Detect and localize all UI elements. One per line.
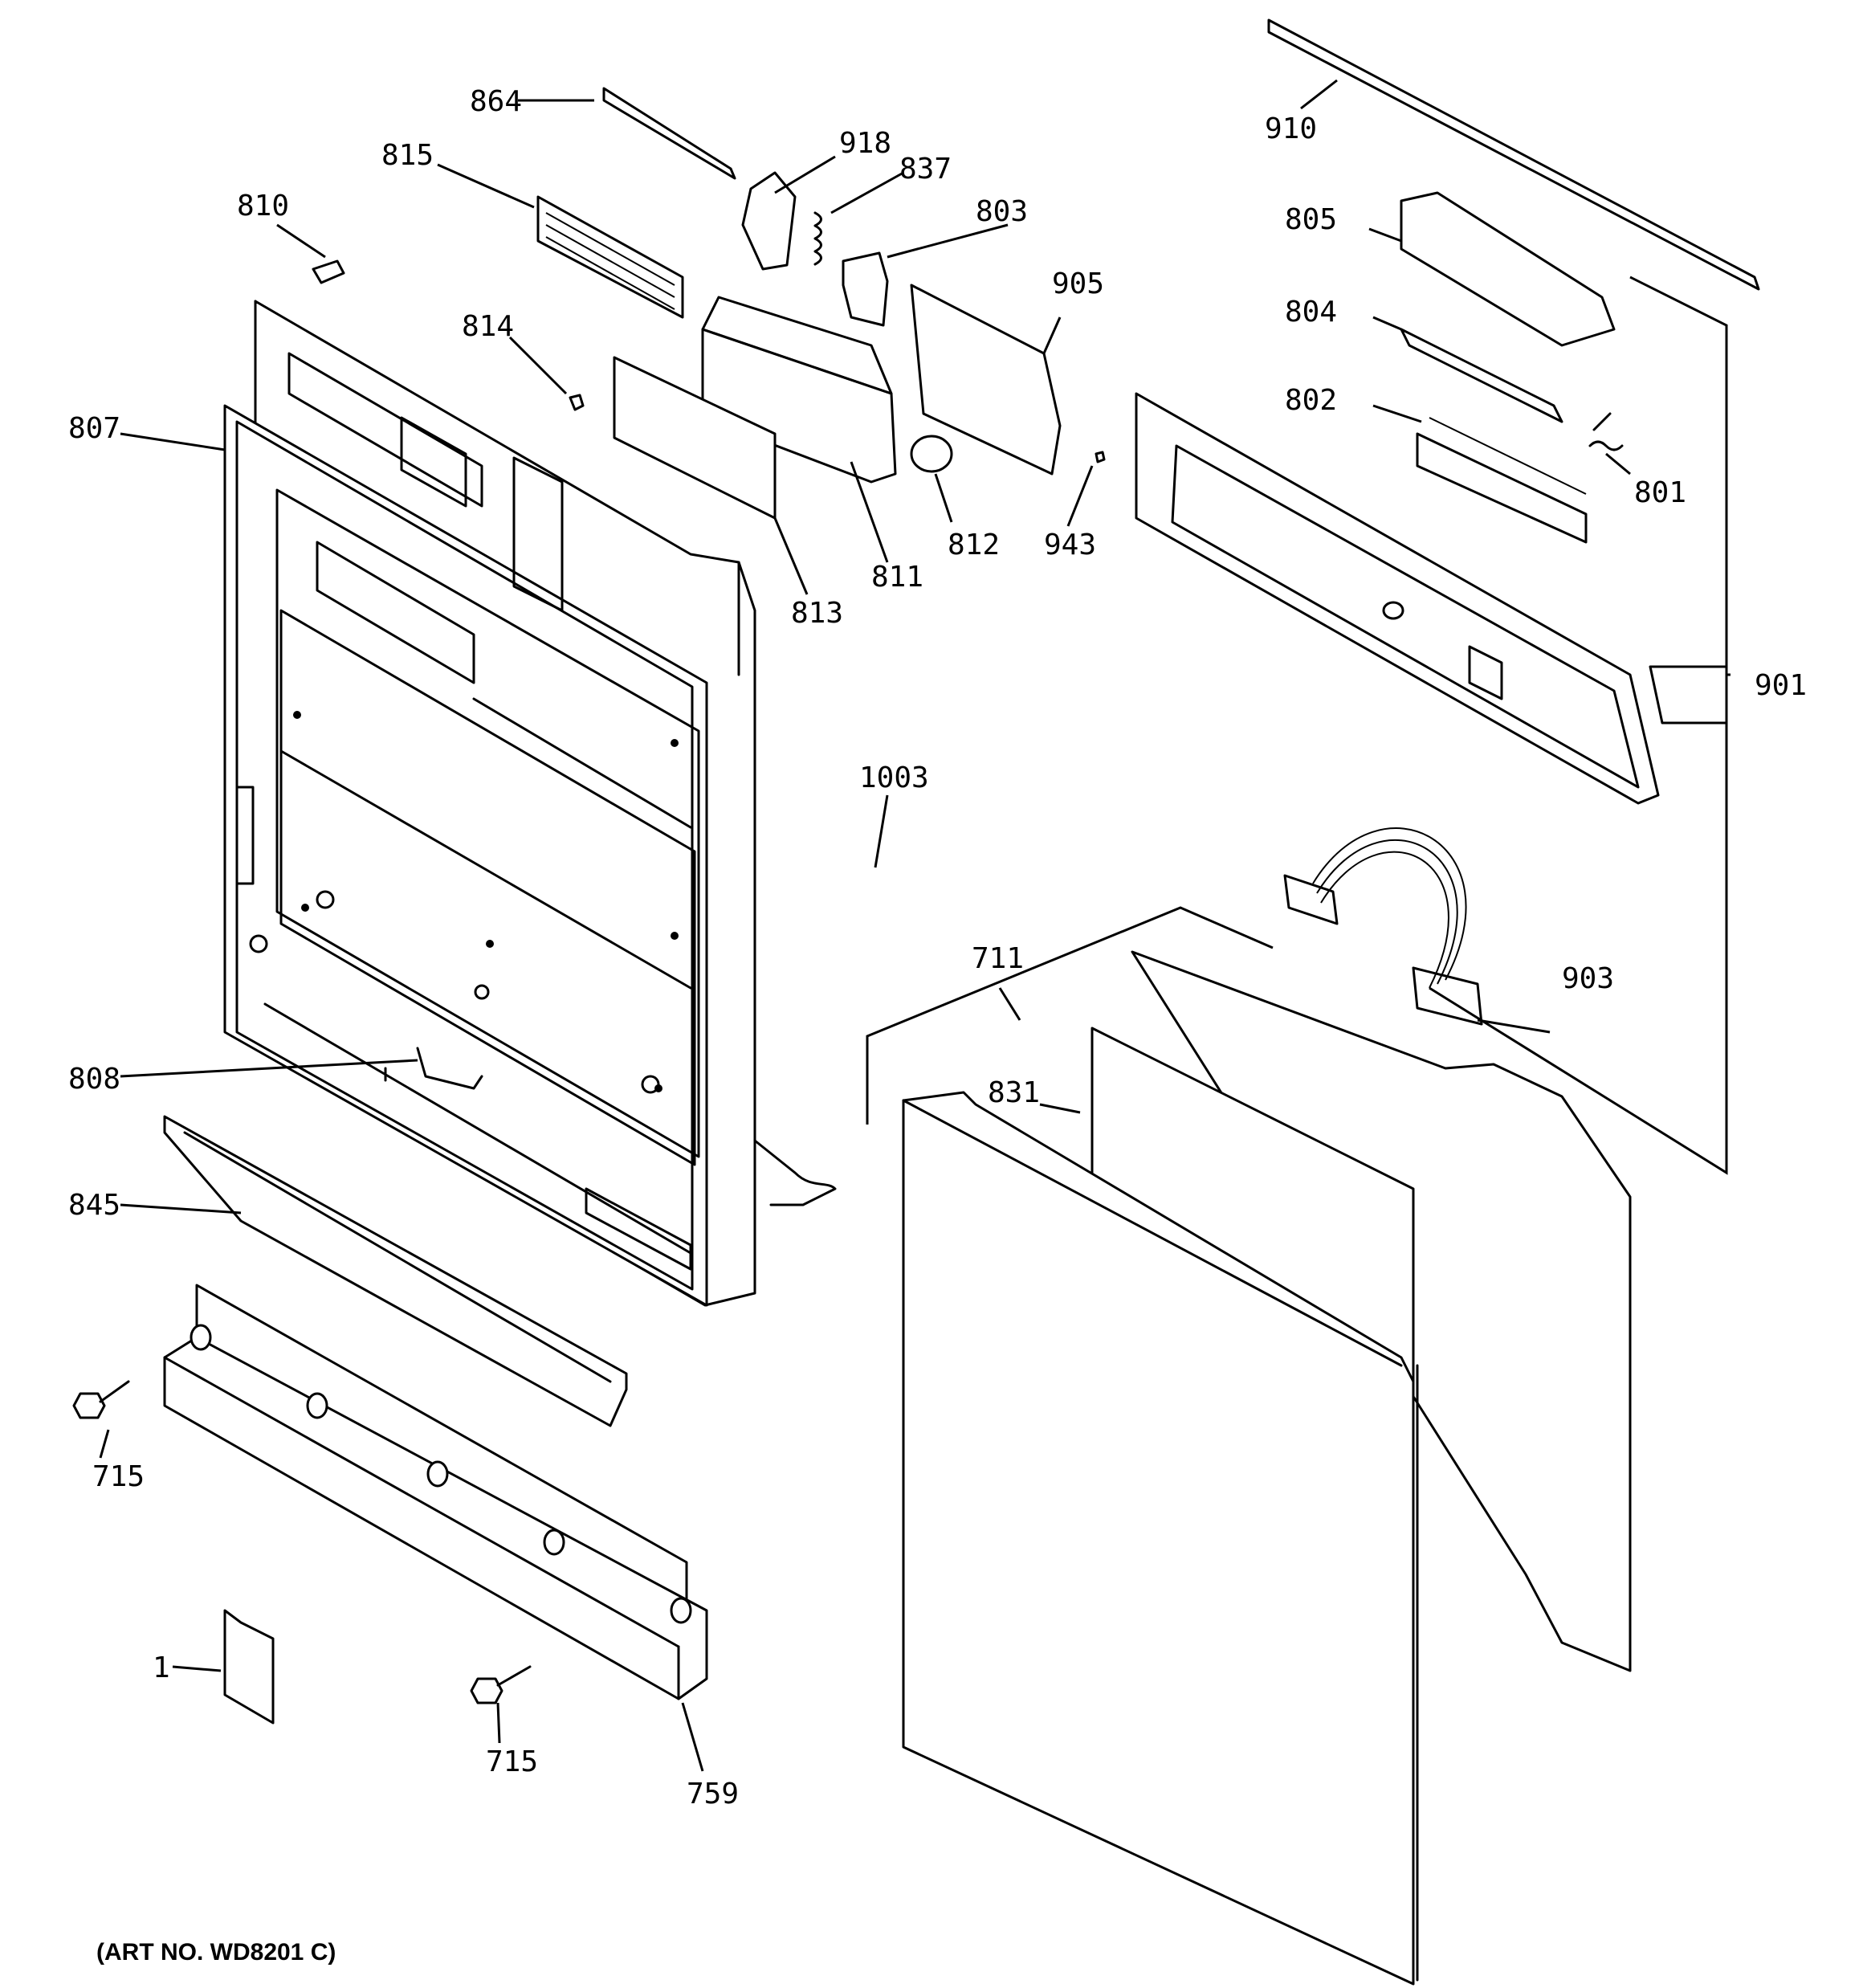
screw-715-bottom	[470, 1665, 532, 1704]
label-814: 814	[462, 310, 514, 343]
label-759: 759	[687, 1778, 739, 1810]
label-805: 805	[1285, 203, 1337, 236]
label-815: 815	[381, 139, 434, 172]
label-715-left: 715	[92, 1460, 145, 1493]
label-812: 812	[948, 529, 1000, 561]
label-801: 801	[1634, 476, 1686, 509]
actuator-803	[842, 251, 889, 327]
vent-815	[536, 195, 684, 319]
screw-810	[312, 259, 345, 284]
trim-strip-845	[163, 1115, 628, 1427]
label-864: 864	[470, 85, 522, 118]
label-808: 808	[68, 1063, 120, 1096]
control-board-905	[910, 284, 1062, 476]
spring-837	[813, 211, 822, 266]
label-837: 837	[899, 153, 952, 186]
inner-door-frame-807	[223, 300, 837, 1307]
label-811: 811	[871, 561, 923, 594]
label-845: 845	[68, 1189, 120, 1222]
label-711: 711	[972, 942, 1024, 975]
screw-715-left	[72, 1380, 130, 1419]
toe-kick-759	[163, 1284, 708, 1700]
hinge-802	[1416, 417, 1588, 544]
rod-804	[1400, 328, 1563, 423]
label-903: 903	[1562, 962, 1614, 995]
switch-918	[741, 171, 797, 271]
outer-door-panel-711	[902, 950, 1632, 1986]
label-910: 910	[1265, 112, 1317, 145]
label-905: 905	[1052, 267, 1104, 300]
label-918: 918	[839, 127, 891, 160]
tag-1	[223, 1609, 275, 1725]
label-943: 943	[1044, 529, 1096, 561]
knob-812	[910, 435, 953, 473]
console-901	[1135, 392, 1728, 805]
label-813: 813	[791, 597, 843, 630]
label-1003: 1003	[859, 761, 929, 794]
bracket-805	[1400, 191, 1616, 347]
spring-801	[1588, 412, 1624, 451]
rail-910	[1267, 18, 1760, 291]
label-804: 804	[1285, 296, 1337, 329]
louver-864	[602, 87, 736, 180]
screw-943	[1095, 451, 1106, 463]
label-802: 802	[1285, 384, 1337, 417]
screw-814	[569, 394, 585, 411]
label-1: 1	[153, 1651, 170, 1684]
art-number: (ART NO. WD8201 C)	[96, 1939, 336, 1966]
label-715-bottom: 715	[486, 1745, 538, 1778]
label-810: 810	[237, 190, 289, 222]
label-807: 807	[68, 412, 120, 445]
label-803: 803	[976, 195, 1028, 228]
label-831: 831	[988, 1076, 1040, 1109]
label-901: 901	[1755, 669, 1807, 702]
bracket-808	[416, 1047, 483, 1090]
